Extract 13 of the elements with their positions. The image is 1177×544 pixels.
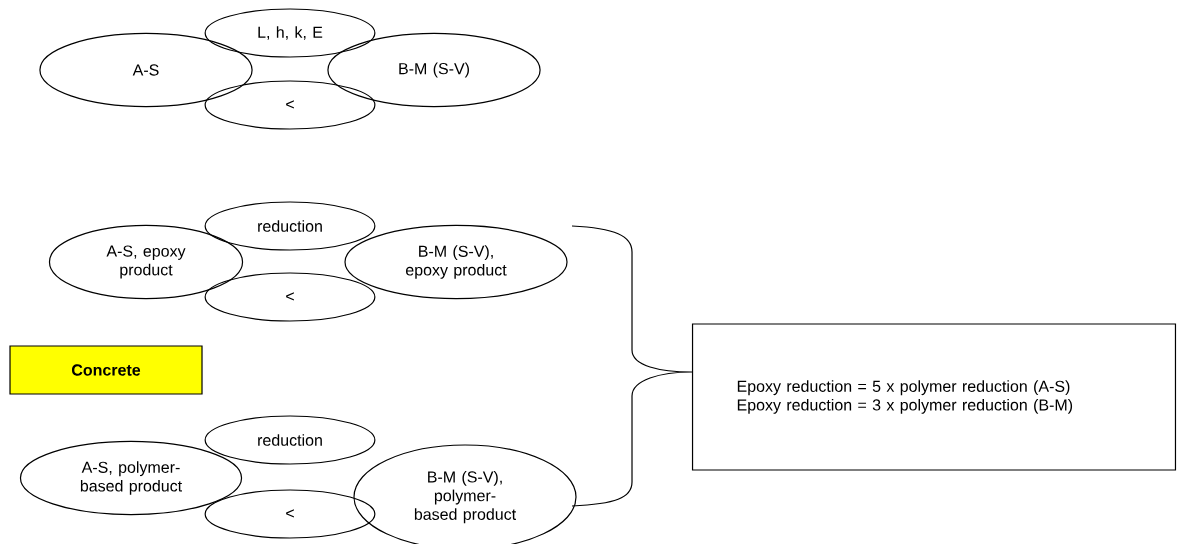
ellipse-node: <: [204, 272, 376, 322]
ellipse-node: <: [204, 80, 376, 130]
ellipse-node: A-S, polymer-based product: [19, 440, 243, 516]
ellipse-node: A-S: [39, 32, 253, 108]
ellipse-node: L, h, k, E: [204, 8, 376, 58]
ellipse-node: reduction: [204, 201, 376, 251]
ellipse-node: A-S, epoxy product: [48, 224, 244, 300]
ellipse-node: B-M (S-V): [327, 32, 541, 108]
highlight-box: Concrete: [9, 345, 203, 395]
result-box: Epoxy reduction = 5 x polymer reduction (A-S) Epoxy reduction = 3 x polymer reduction (B-M): [691, 323, 1177, 471]
ellipse-node: B-M (S-V), epoxy product: [344, 224, 568, 300]
ellipse-node: reduction: [204, 415, 376, 465]
ellipse-node: <: [204, 489, 376, 539]
